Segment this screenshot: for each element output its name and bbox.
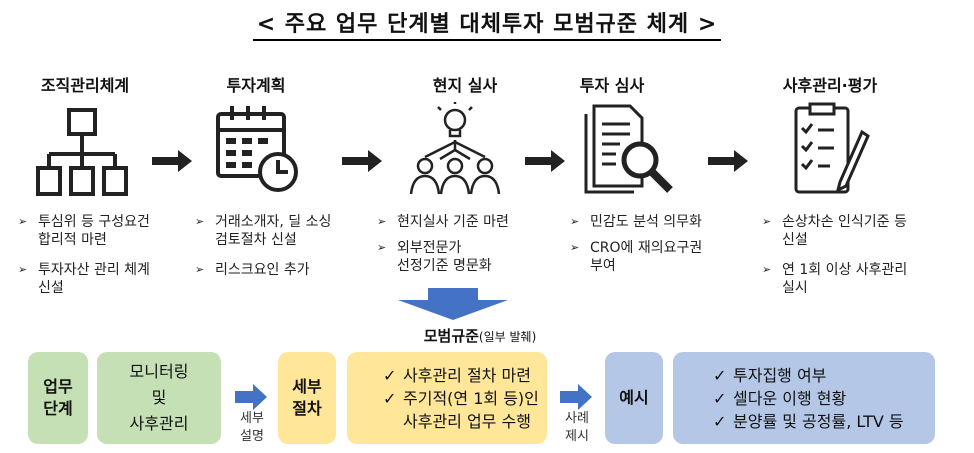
- text: 모니터링: [129, 362, 189, 381]
- text: 단계: [43, 399, 73, 418]
- step-aftercare: 사후관리·평가: [782, 76, 878, 95]
- step-org: 조직관리체계: [40, 76, 130, 95]
- right-arrow-icon: [708, 150, 748, 172]
- text: 선정기준 명문화: [397, 258, 492, 274]
- text: 실시: [782, 280, 808, 296]
- text: 업무: [43, 377, 73, 396]
- right-arrow-icon: [235, 384, 267, 410]
- org-chart-icon: [36, 108, 128, 196]
- text: 투심위 등 구성요건: [38, 214, 150, 230]
- title-text: < 주요 업무 단계별 대체투자 모범규준 체계 >: [252, 12, 722, 41]
- detail-items-box: 사후관리 절차 마련 주기적(연 1회 등)인 사후관리 업무 수행: [347, 352, 547, 444]
- model-heading: 모범규준(일부 발췌): [380, 325, 580, 346]
- right-arrow-icon: [525, 150, 565, 172]
- bullet-item: 리스크요인 추가: [195, 261, 375, 279]
- text: 및: [151, 388, 167, 407]
- text: 신설: [38, 280, 64, 296]
- right-arrow-icon: [560, 384, 592, 410]
- detail-item: 사후관리 절차 마련: [383, 364, 539, 387]
- team-idea-icon: [409, 102, 501, 195]
- text: 리스크요인 추가: [215, 262, 310, 278]
- example-item: 셀다운 이행 현황: [713, 387, 904, 410]
- text: 설명: [240, 429, 264, 444]
- text: 사후관리: [129, 414, 189, 433]
- example-label-box: 예시: [605, 352, 663, 444]
- text: 현지실사 기준 마련: [397, 214, 509, 230]
- example-items-box: 투자집행 여부 셀다운 이행 현황 분양률 및 공정률, LTV 등: [673, 352, 935, 444]
- text: 거래소개자, 딜 소싱: [215, 214, 332, 230]
- text: 부여: [590, 258, 616, 274]
- example-item: 투자집행 여부: [713, 364, 904, 387]
- right-arrow-icon: [152, 150, 192, 172]
- document-magnifier-icon: [584, 104, 673, 194]
- right-arrow-icon: [342, 150, 382, 172]
- text: 제시: [565, 429, 589, 444]
- text: 투자자산 관리 체계: [38, 262, 150, 278]
- example-item: 분양률 및 공정률, LTV 등: [713, 410, 904, 433]
- text: 외부전문가: [397, 240, 462, 256]
- text: 검토절차 신설: [215, 232, 297, 248]
- calendar-clock-icon: [216, 106, 298, 192]
- bullet-item: 손상차손 인식기준 등신설: [762, 213, 962, 249]
- detail-item: 주기적(연 1회 등)인: [383, 387, 539, 410]
- text: 신설: [782, 232, 808, 248]
- text: 세부: [292, 377, 322, 396]
- text: 절차: [292, 399, 322, 418]
- text: 손상차손 인식기준 등: [782, 214, 907, 230]
- model-subtitle: (일부 발췌): [478, 330, 537, 344]
- step-duediligence: 현지 실사: [432, 76, 498, 95]
- text: 사례: [565, 411, 589, 426]
- model-title: 모범규준: [423, 327, 479, 345]
- down-arrow-icon: [398, 288, 508, 320]
- text: 민감도 분석 의무화: [590, 214, 702, 230]
- step-review: 투자 심사: [579, 76, 645, 95]
- text: 연 1회 이상 사후관리: [782, 262, 908, 278]
- text: CRO에 재의요구권: [590, 240, 703, 256]
- text: 세부: [240, 411, 264, 426]
- bullet-item: 민감도 분석 의무화: [570, 213, 745, 231]
- bullet-item: 현지실사 기준 마련: [377, 213, 552, 231]
- step-plan: 투자계획: [226, 76, 286, 95]
- checklist-pen-icon: [794, 102, 870, 194]
- detail-item: 사후관리 업무 수행: [403, 411, 531, 431]
- text: 합리적 마련: [38, 232, 107, 248]
- page-title: < 주요 업무 단계별 대체투자 모범규준 체계 >: [0, 6, 974, 41]
